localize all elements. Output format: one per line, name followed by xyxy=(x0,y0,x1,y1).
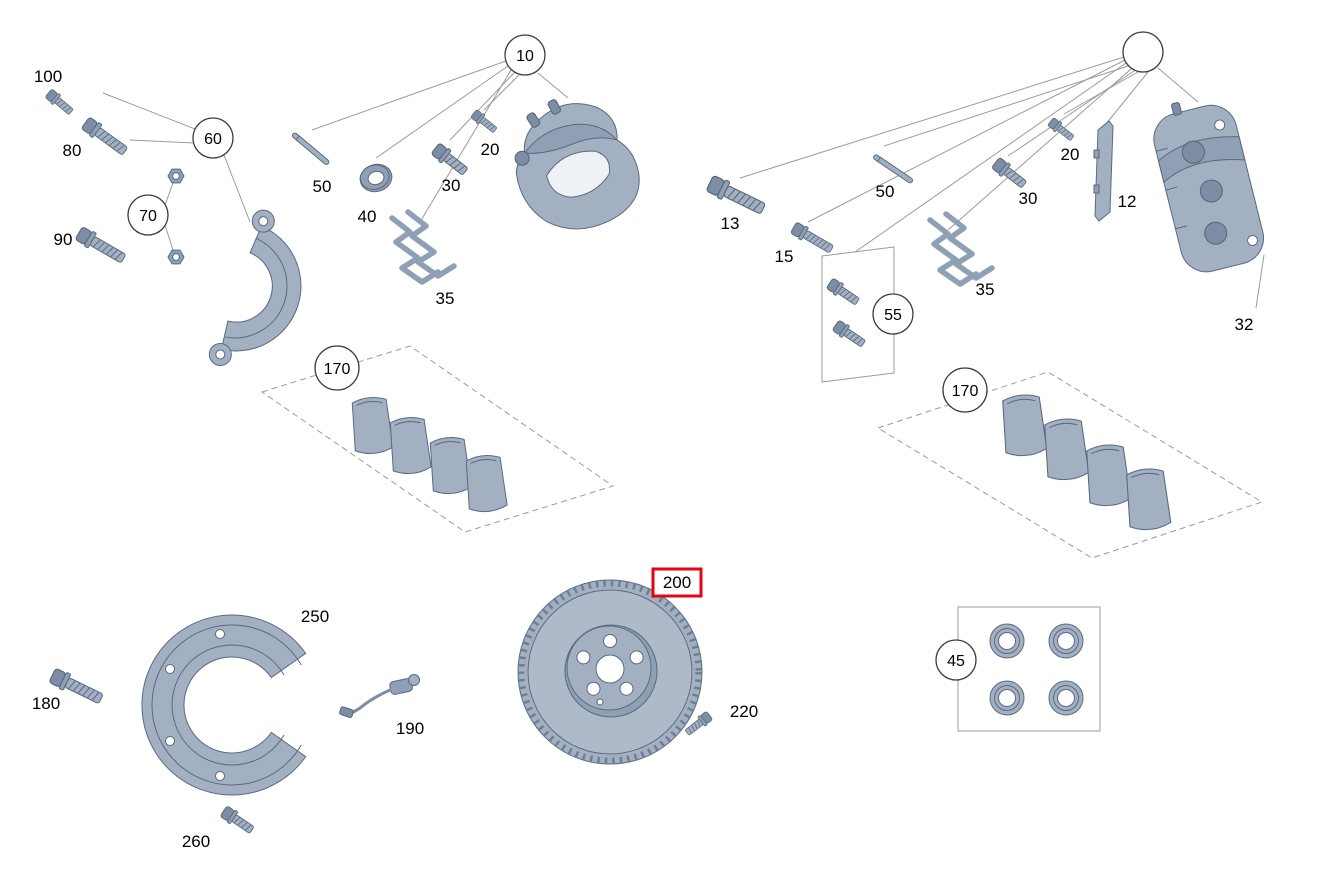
brake-pad-set-left[interactable] xyxy=(349,395,509,514)
brake-pad[interactable] xyxy=(427,435,473,496)
callout-10-left[interactable]: 10 xyxy=(504,34,546,76)
anti-rattle-spring-left[interactable] xyxy=(392,212,454,282)
label-20-right[interactable]: 20 xyxy=(1061,145,1080,164)
label-50-left[interactable]: 50 xyxy=(313,177,332,196)
callout-60[interactable]: 60 xyxy=(192,117,234,159)
seal-kit-box-45 xyxy=(957,606,1101,732)
brake-caliper-right[interactable] xyxy=(1146,90,1269,277)
bolt-260[interactable] xyxy=(219,804,257,837)
bolt-100[interactable] xyxy=(44,87,76,118)
splash-shield-250[interactable] xyxy=(141,614,307,796)
hex-nut-upper[interactable] xyxy=(167,168,185,184)
caliper-bracket[interactable] xyxy=(208,205,311,375)
label-20-left[interactable]: 20 xyxy=(481,140,500,159)
callout-60-label: 60 xyxy=(204,131,222,148)
label-250[interactable]: 250 xyxy=(301,607,329,626)
brake-pad[interactable] xyxy=(349,395,395,456)
label-15[interactable]: 15 xyxy=(775,247,794,266)
callout-170-left[interactable]: 170 xyxy=(314,345,360,391)
bolt-15[interactable] xyxy=(789,220,836,257)
bolt-80[interactable] xyxy=(80,115,131,159)
pad-kit-box-right xyxy=(876,371,1264,559)
callout-70-label: 70 xyxy=(139,208,157,225)
seal-ring[interactable] xyxy=(989,623,1025,659)
bolt-13[interactable] xyxy=(704,173,768,219)
brake-pad[interactable] xyxy=(999,392,1048,459)
wear-sensor-190[interactable] xyxy=(339,674,420,718)
leader-lines-left-carrier xyxy=(102,92,251,251)
callout-170-left-label: 170 xyxy=(324,361,351,378)
leader-lines-left-caliper xyxy=(311,60,569,223)
callout-10-left-label: 10 xyxy=(516,48,534,65)
kit-bolt-55-lower[interactable] xyxy=(831,318,868,351)
callout-200-highlighted[interactable]: 200 xyxy=(651,567,703,598)
callout-45[interactable]: 45 xyxy=(935,639,977,681)
brake-pad[interactable] xyxy=(1123,466,1172,533)
label-200: 200 xyxy=(663,573,691,592)
brake-caliper-left[interactable] xyxy=(497,81,651,245)
label-30-right[interactable]: 30 xyxy=(1019,189,1038,208)
label-12[interactable]: 12 xyxy=(1118,192,1137,211)
label-50-right[interactable]: 50 xyxy=(876,182,895,201)
label-180[interactable]: 180 xyxy=(32,694,60,713)
label-220[interactable]: 220 xyxy=(730,702,758,721)
callout-70[interactable]: 70 xyxy=(127,194,169,236)
seal-kit-rings-45[interactable] xyxy=(989,623,1084,716)
label-35-left[interactable]: 35 xyxy=(436,289,455,308)
guide-pin-50-right[interactable] xyxy=(872,153,915,185)
leader-lines-right-caliper xyxy=(739,56,1265,309)
callout-45-label: 45 xyxy=(947,653,965,670)
label-13[interactable]: 13 xyxy=(721,214,740,233)
label-190[interactable]: 190 xyxy=(396,719,424,738)
pad-kit-box-left xyxy=(260,345,615,533)
brake-pad[interactable] xyxy=(463,453,509,514)
callout-10-right[interactable] xyxy=(1122,31,1164,73)
callout-55-label: 55 xyxy=(884,307,902,324)
bolt-30-right[interactable] xyxy=(990,156,1030,192)
hex-nut-lower[interactable] xyxy=(167,249,185,265)
bolt-90[interactable] xyxy=(74,225,129,267)
anti-rattle-spring-right[interactable] xyxy=(930,214,992,284)
label-30-left[interactable]: 30 xyxy=(442,176,461,195)
seal-ring[interactable] xyxy=(989,680,1025,716)
brake-disc-200[interactable] xyxy=(517,579,703,765)
label-32[interactable]: 32 xyxy=(1235,315,1254,334)
label-80[interactable]: 80 xyxy=(63,141,82,160)
callout-170-right[interactable]: 170 xyxy=(942,367,988,413)
kit-bolt-55-upper[interactable] xyxy=(825,276,862,309)
shim-plate-12[interactable] xyxy=(1093,120,1114,222)
guide-pin-50-left[interactable] xyxy=(290,131,331,166)
label-260[interactable]: 260 xyxy=(182,832,210,851)
brake-pad-set-right[interactable] xyxy=(999,392,1172,533)
label-40[interactable]: 40 xyxy=(358,207,377,226)
seal-ring[interactable] xyxy=(1048,680,1084,716)
brake-pad[interactable] xyxy=(1041,416,1090,483)
seal-ring-40[interactable] xyxy=(357,161,395,195)
brake-pad[interactable] xyxy=(387,415,433,476)
label-35-right[interactable]: 35 xyxy=(976,280,995,299)
repair-kit-box-55 xyxy=(821,246,895,383)
brake-pad[interactable] xyxy=(1083,442,1132,509)
label-90[interactable]: 90 xyxy=(54,230,73,249)
callout-170-right-label: 170 xyxy=(952,383,979,400)
callout-55[interactable]: 55 xyxy=(872,293,914,335)
seal-ring[interactable] xyxy=(1048,623,1084,659)
label-100[interactable]: 100 xyxy=(34,67,62,86)
